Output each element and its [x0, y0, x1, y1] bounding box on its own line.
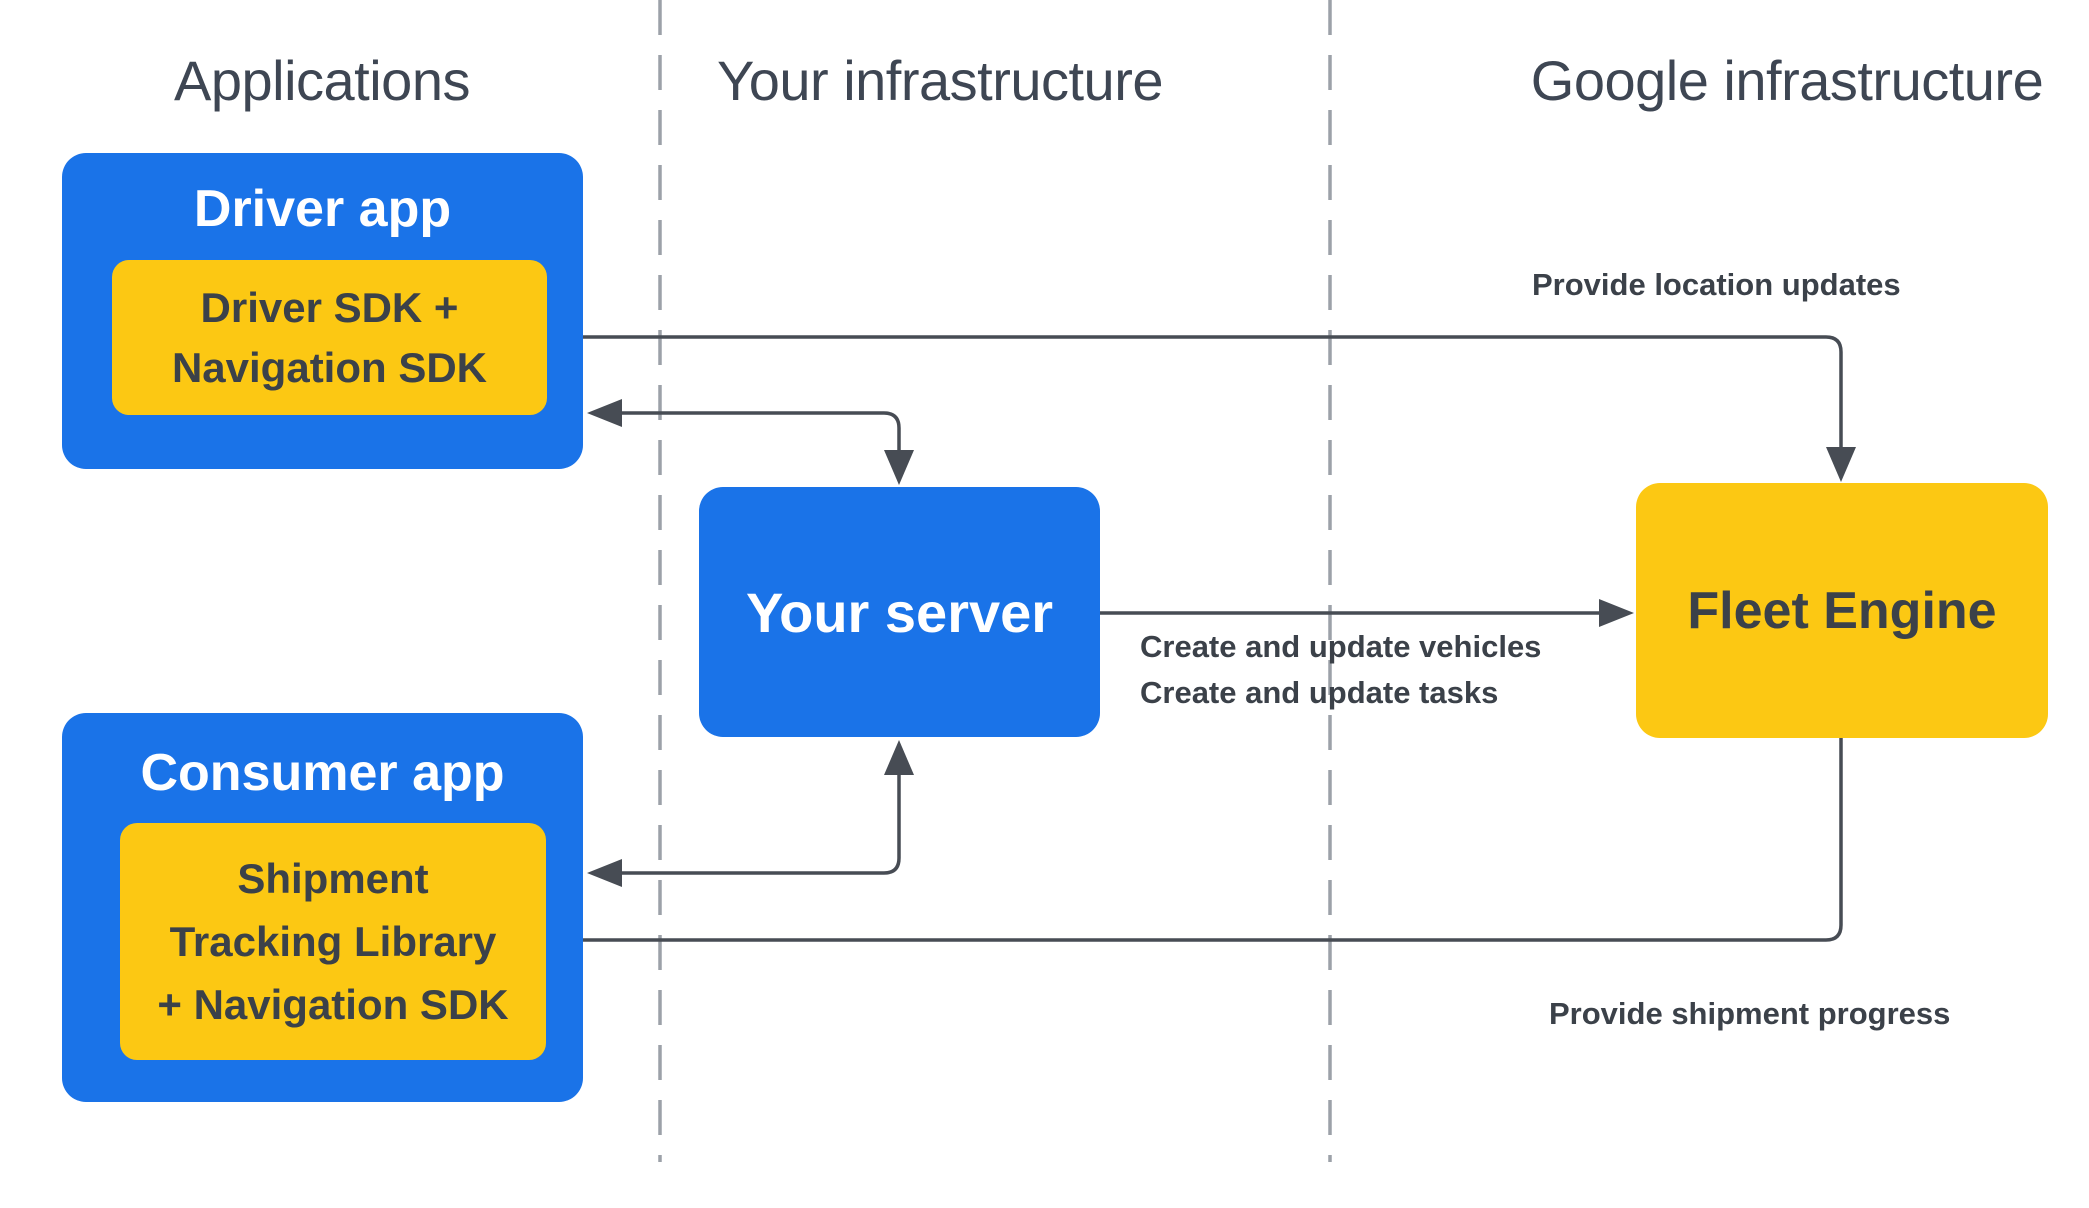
shipment-library-line-3: + Navigation SDK	[157, 981, 509, 1028]
arrowhead-into-your-server-bottom	[884, 740, 914, 775]
driver-sdk-line-1: Driver SDK +	[200, 283, 459, 331]
arrowhead-into-fleet-engine-left	[1599, 599, 1634, 627]
lane-header-applications: Applications	[174, 49, 470, 112]
shipment-library-line-1: Shipment	[237, 855, 429, 902]
your-server-title: Your server	[745, 580, 1054, 644]
shipment-library-line-2: Tracking Library	[169, 918, 497, 965]
arrowhead-into-fleet-engine-top	[1826, 447, 1856, 482]
lane-dividers	[658, 0, 1332, 1162]
driver-sdk-box: Driver SDK + Navigation SDK	[112, 260, 547, 415]
connector-your-server-fleet-engine	[1100, 599, 1634, 627]
fleet-engine-box: Fleet Engine	[1636, 483, 2048, 738]
connector-provide-shipment-progress	[546, 738, 1843, 954]
driver-app-title: Driver app	[193, 180, 452, 238]
label-create-update-vehicles: Create and update vehicles	[1140, 629, 1542, 664]
arrowhead-into-your-server-top	[884, 450, 914, 485]
fleet-engine-title: Fleet Engine	[1687, 581, 1997, 640]
connector-your-server-driver-app	[587, 399, 914, 485]
label-provide-location-updates: Provide location updates	[1532, 267, 1901, 302]
your-server-box: Your server	[699, 487, 1100, 737]
arrowhead-into-driver-app	[587, 399, 622, 427]
arrowhead-into-consumer-app	[587, 859, 622, 887]
connector-provide-location-updates	[548, 323, 1856, 482]
connector-your-server-consumer-app	[587, 740, 914, 887]
label-provide-shipment-progress: Provide shipment progress	[1549, 996, 1951, 1031]
label-create-update-tasks: Create and update tasks	[1140, 675, 1499, 710]
driver-sdk-line-2: Navigation SDK	[171, 343, 488, 391]
consumer-app-title: Consumer app	[140, 744, 505, 802]
lane-header-google-infrastructure: Google infrastructure	[1530, 49, 2044, 112]
lane-header-your-infrastructure: Your infrastructure	[717, 49, 1164, 112]
shipment-tracking-library-box: Shipment Tracking Library + Navigation S…	[120, 823, 546, 1060]
